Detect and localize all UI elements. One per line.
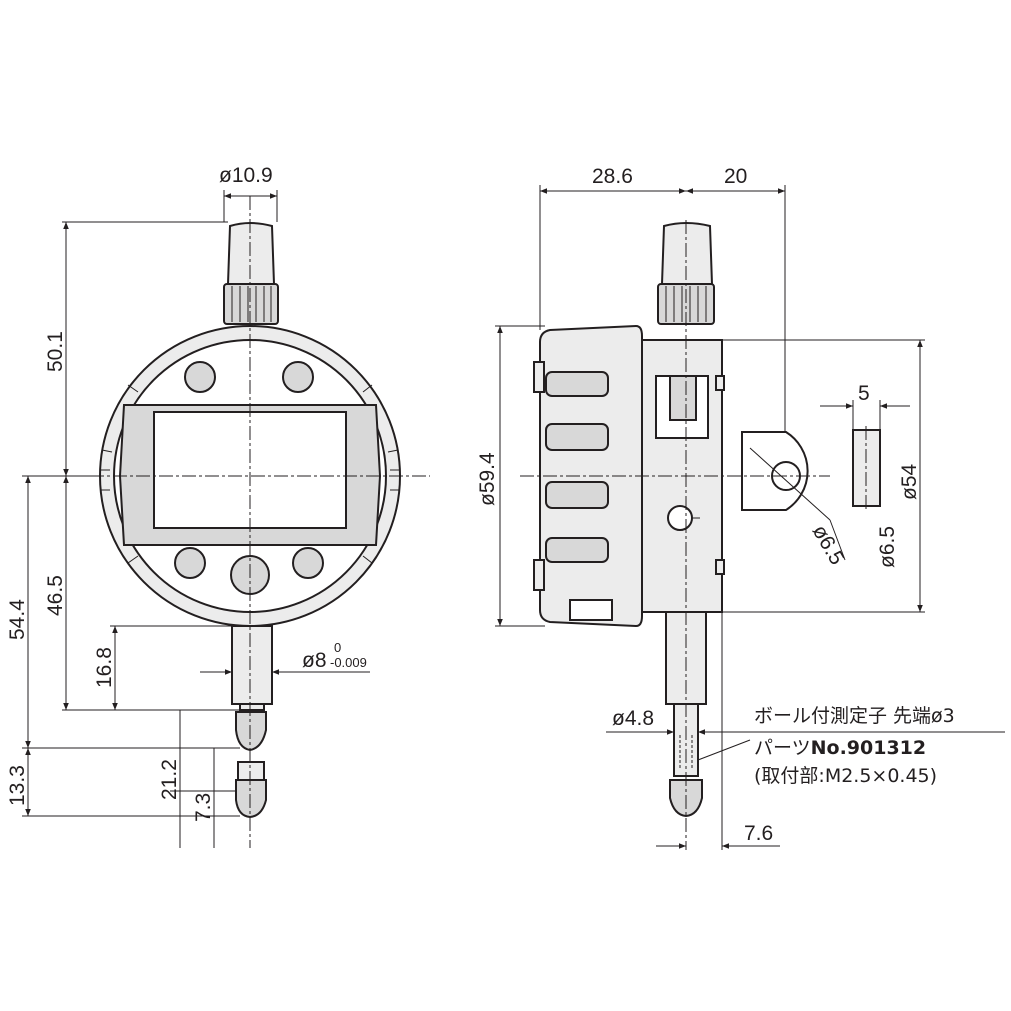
alt-contact-point bbox=[235, 779, 267, 819]
side-top-cap bbox=[660, 222, 714, 285]
dim-depth-front: 28.6 bbox=[592, 165, 633, 188]
note-thread: (取付部:M2.5×0.45) bbox=[754, 765, 937, 787]
side-grip-ribs bbox=[545, 371, 609, 563]
top-right-button[interactable] bbox=[282, 361, 314, 393]
side-bottom-tab bbox=[569, 599, 613, 621]
stem bbox=[231, 625, 273, 705]
bottom-right-button[interactable] bbox=[292, 547, 324, 579]
dim-overall-lower: 54.4 bbox=[6, 599, 29, 640]
note-part-prefix: パーツ bbox=[754, 737, 811, 759]
dim-lug-thickness: 5 bbox=[858, 382, 870, 405]
dim-stem-dia: ø8 bbox=[302, 649, 327, 672]
side-clip-upper bbox=[533, 361, 545, 393]
dim-stem-length: 16.8 bbox=[93, 647, 116, 688]
dim-tip-short: 7.3 bbox=[192, 793, 215, 822]
side-window-inner bbox=[669, 375, 697, 421]
dim-stem-tol-upper: 0 bbox=[334, 640, 341, 655]
dim-height-upper: 50.1 bbox=[44, 331, 67, 372]
dim-depth-back: 20 bbox=[724, 165, 747, 188]
spindle-collar bbox=[239, 703, 265, 711]
dim-tip-length: 21.2 bbox=[158, 759, 181, 800]
dim-height-lower: 46.5 bbox=[44, 575, 67, 616]
dim-stem-top-dia: ø10.9 bbox=[219, 164, 273, 187]
dim-body-dia: ø59.4 bbox=[476, 452, 499, 506]
side-clip-lower bbox=[533, 559, 545, 591]
top-cap bbox=[226, 222, 276, 285]
note-contact-point: ボール付測定子 先端ø3 bbox=[754, 705, 955, 727]
side-notch-upper bbox=[715, 375, 725, 391]
note-part-number: No.901312 bbox=[811, 737, 927, 759]
dim-lug-hole-dia: ø6.5 bbox=[808, 521, 849, 569]
note-part-line: パーツNo.901312 bbox=[754, 737, 926, 759]
side-notch-lower bbox=[715, 559, 725, 575]
dim-tip-offset: 13.3 bbox=[6, 765, 29, 806]
front-view: ø10.9 50.1 46.5 54.4 16.8 13.3 21.2 7.3 … bbox=[6, 164, 430, 848]
top-left-button[interactable] bbox=[184, 361, 216, 393]
dim-side-tip-offset: 7.6 bbox=[744, 822, 773, 845]
dim-spindle-dia: ø4.8 bbox=[612, 707, 654, 730]
dim-stem-tol-lower: -0.009 bbox=[330, 655, 367, 670]
contact-point bbox=[235, 711, 267, 752]
dim-lug-hole-dia-side: ø6.5 bbox=[876, 526, 899, 568]
dim-lug-dia: ø54 bbox=[898, 463, 921, 500]
bottom-left-button[interactable] bbox=[174, 547, 206, 579]
side-view: 28.6 20 ø59.4 ø54 5 ø6.5 ø6.5 ø4.8 7.6 ボ… bbox=[476, 165, 1005, 850]
alt-tip-shank bbox=[237, 761, 265, 781]
side-screw bbox=[667, 505, 693, 531]
